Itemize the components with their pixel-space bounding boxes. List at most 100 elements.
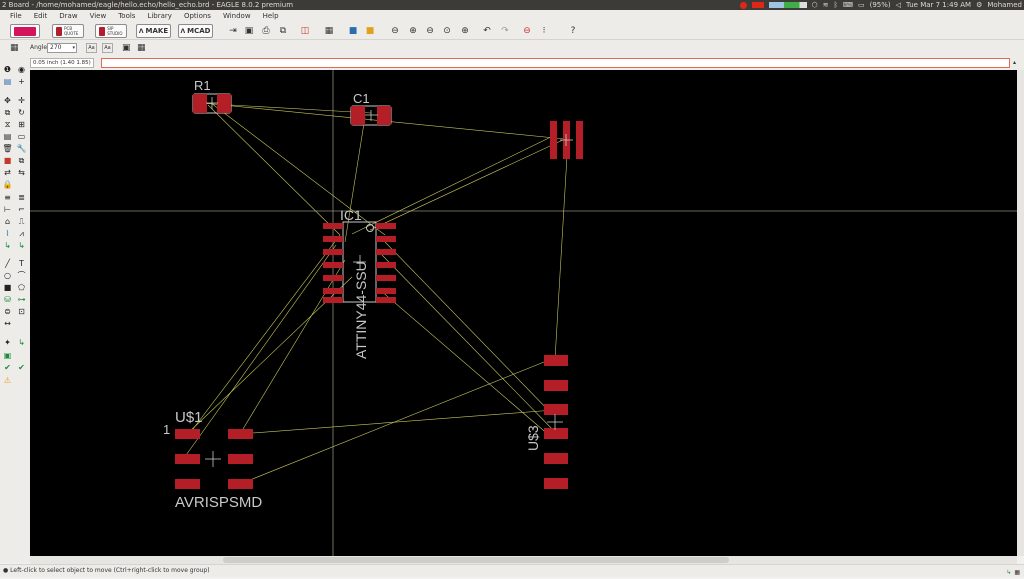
move-icon[interactable]: ✥ xyxy=(4,96,11,105)
menu-help[interactable]: Help xyxy=(262,12,279,20)
split-icon[interactable]: ⧉ xyxy=(18,156,25,165)
meander-icon[interactable]: ↳ xyxy=(18,338,25,347)
menu-edit[interactable]: Edit xyxy=(33,12,48,20)
ratsnest-icon[interactable]: ↳ xyxy=(18,241,25,250)
cam-icon[interactable]: ⧉ xyxy=(279,26,287,36)
board-canvas[interactable]: R1 C1 xyxy=(30,70,1017,556)
route-icon[interactable]: ⌇ xyxy=(5,229,10,238)
paste-icon[interactable]: ▤ xyxy=(3,132,12,141)
hole-icon[interactable]: ⊜ xyxy=(4,307,11,316)
save-icon[interactable]: ▣ xyxy=(244,26,254,36)
horizontal-scroll-thumb[interactable] xyxy=(223,557,729,563)
display-layers-icon[interactable]: ▤ xyxy=(3,77,12,86)
notification-icon[interactable] xyxy=(739,1,747,9)
pinswap-icon[interactable]: ✦ xyxy=(4,338,11,347)
rotate-icon[interactable]: ↻ xyxy=(18,108,25,117)
wifi-icon[interactable]: ≋ xyxy=(822,1,829,9)
show-icon[interactable]: ◉ xyxy=(18,65,25,74)
smash-icon[interactable]: ⊢ xyxy=(4,205,11,214)
split-wire-icon[interactable]: ⌂ xyxy=(4,217,11,226)
signal-icon[interactable]: ⊶ xyxy=(17,295,26,304)
user-name[interactable]: Mohamed xyxy=(987,1,1022,9)
errors-warning-icon[interactable]: ⚠ xyxy=(3,376,12,385)
wire-icon[interactable]: ╱ xyxy=(5,259,10,268)
system-monitor-icon[interactable] xyxy=(768,2,807,8)
align-icon[interactable]: ⊞ xyxy=(18,120,25,129)
angle-select[interactable]: 270 ▾ xyxy=(47,43,77,53)
zoom-select-icon[interactable]: ⊕ xyxy=(461,26,469,36)
battery-percent[interactable]: (95%) xyxy=(869,1,891,9)
menu-library[interactable]: Library xyxy=(147,12,172,20)
vertical-scrollbar[interactable] xyxy=(1017,70,1024,556)
command-history-arrow-icon[interactable]: ▴ xyxy=(1013,59,1017,66)
mirror-icon[interactable]: ⧖ xyxy=(4,120,11,129)
indicator-icon[interactable] xyxy=(751,2,764,8)
miter-icon[interactable]: ⌐ xyxy=(18,205,25,214)
gear-icon[interactable]: ⚙ xyxy=(976,1,983,9)
zoom-fit-icon[interactable]: ⊖ xyxy=(391,26,399,36)
mirror-toggle[interactable]: Aa xyxy=(86,43,97,53)
group-icon[interactable]: ▭ xyxy=(17,132,26,141)
copy-icon[interactable]: ⧉ xyxy=(4,108,11,117)
cam-processor-icon[interactable]: ▣ xyxy=(3,351,12,360)
value-icon[interactable]: ≣ xyxy=(18,193,25,202)
go-icon[interactable]: ⁝ xyxy=(542,26,546,36)
ulp-icon[interactable]: ■ xyxy=(348,26,358,36)
move-group-icon[interactable]: ✛ xyxy=(18,96,25,105)
digikey-button[interactable] xyxy=(10,24,40,38)
bluetooth-icon[interactable]: ᛒ xyxy=(833,1,838,9)
stop-icon[interactable]: ⊖ xyxy=(523,26,531,36)
horizontal-scrollbar[interactable] xyxy=(30,556,1017,564)
replace-icon[interactable]: ■ xyxy=(3,156,12,165)
swap-icon[interactable]: ⇄ xyxy=(4,168,11,177)
menu-window[interactable]: Window xyxy=(222,12,251,20)
drc-icon[interactable]: ✔ xyxy=(18,363,25,372)
menu-draw[interactable]: Draw xyxy=(59,12,78,20)
keyboard-icon[interactable]: ⌨ xyxy=(842,1,853,9)
dock-grid-icon[interactable]: ▦ xyxy=(137,43,146,53)
ripup-icon[interactable]: ⩘ xyxy=(19,229,24,238)
command-input[interactable] xyxy=(102,60,1009,68)
optimize-icon[interactable]: ⎍ xyxy=(18,217,25,226)
mcad-button[interactable]: Λ MCAD xyxy=(178,24,213,38)
circle-icon[interactable]: ○ xyxy=(4,271,11,280)
zoom-out-icon[interactable]: ⊖ xyxy=(426,26,434,36)
grid-icon[interactable]: ▦ xyxy=(10,43,19,53)
text-icon[interactable]: T xyxy=(19,259,24,268)
lock-icon[interactable]: 🔒 xyxy=(2,180,13,189)
dock-left-icon[interactable]: ▣ xyxy=(122,43,131,53)
make-button[interactable]: Λ MAKE xyxy=(136,24,171,38)
volume-icon[interactable]: ◁ xyxy=(895,1,902,9)
redo-icon[interactable]: ↷ xyxy=(501,26,509,36)
zoom-redraw-icon[interactable]: ⊙ xyxy=(443,26,451,36)
autorouter-icon[interactable]: ↳ xyxy=(4,241,11,250)
mark-icon[interactable]: + xyxy=(18,77,25,86)
gate-swap-icon[interactable]: ⇆ xyxy=(18,168,25,177)
route-status-icon[interactable]: ↳ xyxy=(1006,569,1012,576)
rect-icon[interactable]: ■ xyxy=(3,283,12,292)
print-icon[interactable]: ⎙ xyxy=(262,26,270,36)
menu-file[interactable]: File xyxy=(10,12,22,20)
menu-options[interactable]: Options xyxy=(183,12,211,20)
delete-icon[interactable]: 🗑 xyxy=(2,144,13,153)
layer-settings-icon[interactable]: ▦ xyxy=(324,26,334,36)
erc-icon[interactable]: ✔ xyxy=(4,363,11,372)
grid-status-icon[interactable]: ▦ xyxy=(1014,569,1020,576)
undo-icon[interactable]: ↶ xyxy=(483,26,491,36)
battery-icon[interactable]: ▭ xyxy=(857,1,865,9)
schematic-board-switch-icon[interactable]: ◫ xyxy=(300,26,310,36)
clock[interactable]: Tue Mar 7 1:49 AM xyxy=(906,1,972,9)
attribute-icon[interactable]: ⊡ xyxy=(18,307,25,316)
command-line[interactable] xyxy=(101,58,1010,68)
spin-toggle[interactable]: Aa xyxy=(102,43,113,53)
board-drawing[interactable]: R1 C1 xyxy=(30,70,1017,556)
import-icon[interactable]: ⇥ xyxy=(229,26,237,36)
via-icon[interactable]: ⛁ xyxy=(4,295,11,304)
polygon-icon[interactable]: ⬠ xyxy=(18,283,25,292)
dropbox-icon[interactable]: ⬡ xyxy=(811,1,818,9)
menu-tools[interactable]: Tools xyxy=(118,12,136,20)
menu-view[interactable]: View xyxy=(89,12,107,20)
info-icon[interactable]: ❶ xyxy=(3,65,12,74)
pcb-quote-button[interactable]: PCB QUOTE xyxy=(52,24,84,38)
sip-studio-button[interactable]: SIP STUDIO xyxy=(95,24,127,38)
